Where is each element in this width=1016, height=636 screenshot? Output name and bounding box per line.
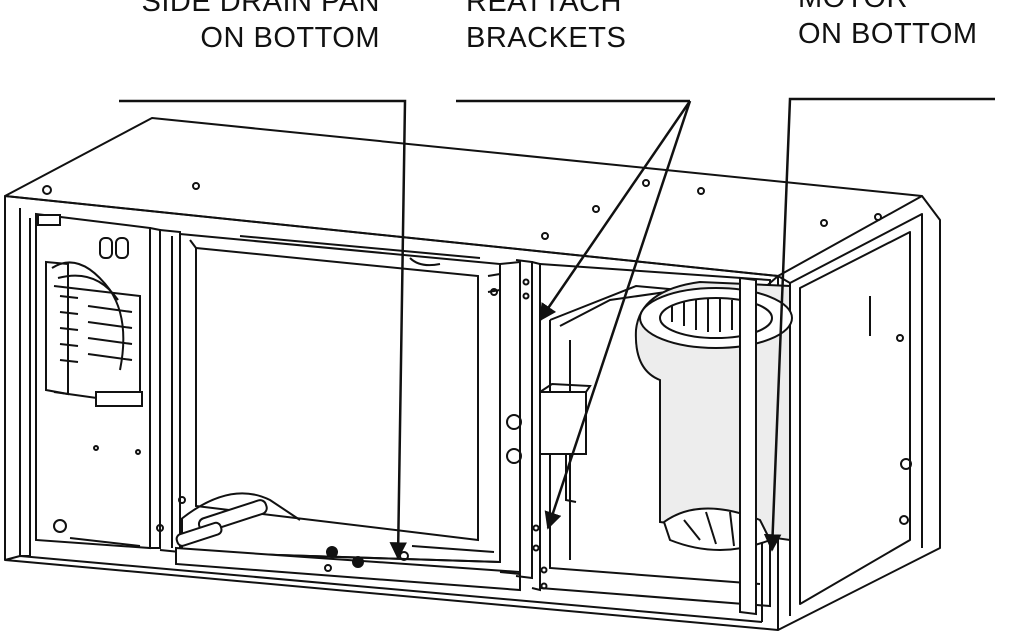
side-drain-pan-callout: SIDE DRAIN PAN ON BOTTOM [141, 0, 380, 56]
callout-line: REATTACH [466, 0, 622, 18]
cabinet-front-frame [4, 195, 941, 631]
drain-pan-leader [119, 99, 407, 560]
callout-line: MOTOR [798, 0, 978, 16]
control-compartment [35, 212, 161, 550]
callout-line: SIDE DRAIN PAN [141, 0, 380, 18]
blower-housing [634, 280, 793, 551]
brackets-leader-lower [544, 100, 692, 530]
callout-line: ON BOTTOM [200, 22, 380, 54]
leader-lines [119, 97, 995, 560]
motor-leader [763, 97, 995, 552]
bracket-post [487, 259, 548, 592]
side-drain-pan [175, 545, 521, 592]
front-right-post [739, 276, 912, 616]
brackets-leader-upper [538, 100, 692, 322]
motor-callout: MOTOR ON BOTTOM [798, 0, 978, 52]
top-panel-holes [42, 179, 882, 240]
coil-section [156, 233, 501, 564]
reattach-brackets-callout: REATTACH BRACKETS [466, 0, 626, 56]
callout-line: ON BOTTOM [798, 18, 978, 50]
divider-post-left [159, 229, 181, 554]
callout-line: BRACKETS [466, 22, 627, 54]
